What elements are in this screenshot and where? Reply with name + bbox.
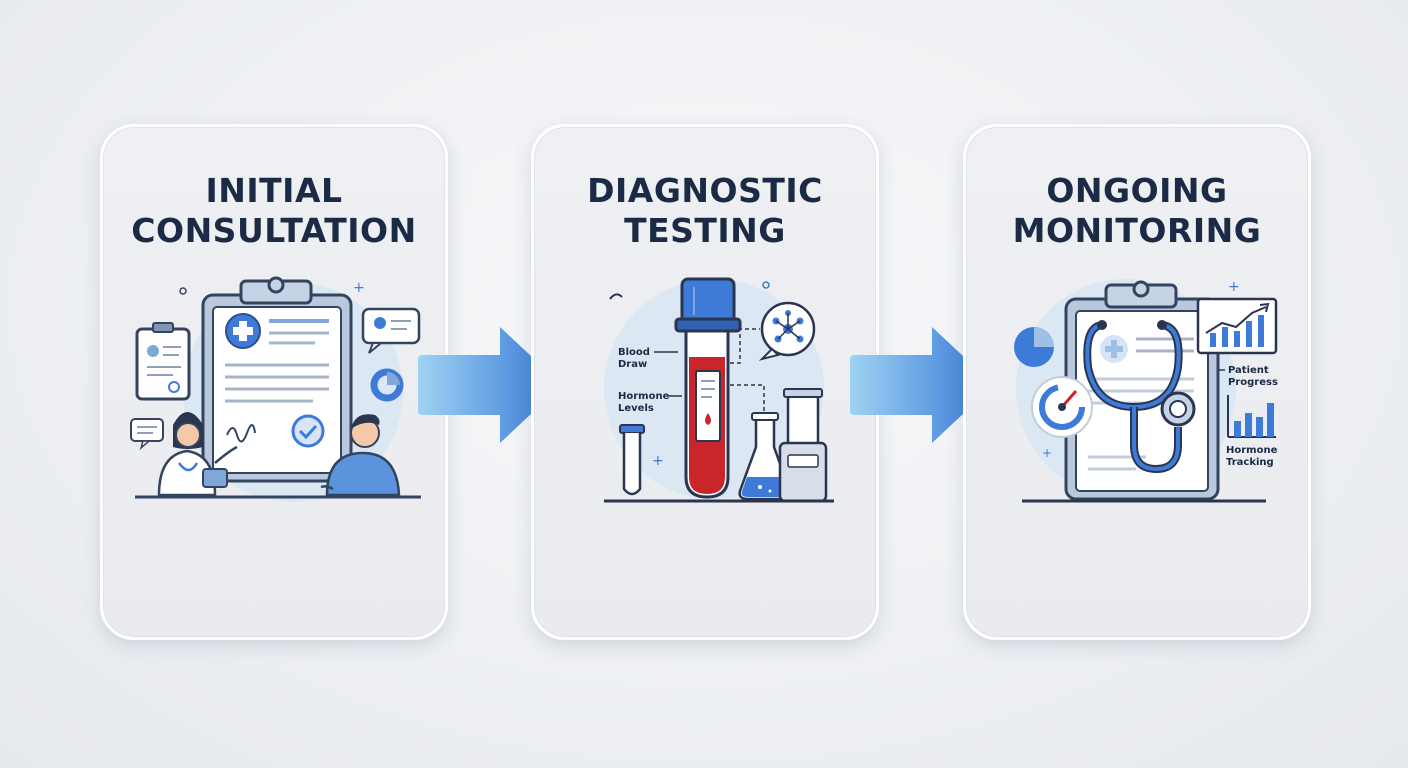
label-hormone-tracking: Hormone	[1226, 445, 1278, 456]
clipboard-icon	[201, 276, 353, 483]
title-line-2: TESTING	[624, 211, 786, 250]
blood-tube-icon	[674, 277, 742, 499]
arrow-right-icon	[850, 327, 994, 443]
medical-cross-icon	[225, 313, 261, 349]
consultation-illustration: +	[130, 276, 421, 502]
label-blood-draw: Blood	[618, 347, 650, 358]
gauge-icon	[1031, 376, 1093, 438]
test-tube-icon	[619, 424, 645, 496]
label-hormone-levels: Levels	[618, 403, 654, 414]
monitoring-illustration: Patient Progress Hormone Tracking + +	[1014, 279, 1278, 503]
label-blood-draw: Draw	[618, 359, 647, 370]
bar-chart-icon	[1227, 395, 1276, 438]
label-patient-progress: Progress	[1228, 377, 1278, 388]
lab-equipment-icon	[778, 388, 828, 503]
step-card-ongoing-monitoring: ONGOING MONITORING	[963, 124, 1311, 640]
title-line-1: DIAGNOSTIC	[587, 171, 823, 210]
pie-chart-icon	[370, 368, 404, 402]
line-chart-icon	[1196, 297, 1278, 355]
chat-bubble-icon	[130, 418, 164, 451]
pie-chart-icon	[1014, 327, 1054, 367]
label-patient-progress: Patient	[1228, 365, 1269, 376]
molecule-icon	[758, 301, 816, 361]
title-line-2: CONSULTATION	[131, 211, 417, 250]
svg-text:+: +	[1042, 446, 1052, 460]
testing-illustration: Blood Draw Hormone Levels +	[604, 277, 834, 503]
title-line-1: INITIAL	[205, 171, 343, 210]
step-title: INITIAL CONSULTATION	[103, 171, 445, 251]
step-card-diagnostic-testing: DIAGNOSTIC TESTING	[531, 124, 879, 640]
checkmark-icon	[291, 414, 325, 448]
title-line-2: MONITORING	[1012, 211, 1262, 250]
label-hormone-levels: Hormone	[618, 391, 670, 402]
svg-text:+: +	[353, 280, 365, 296]
arrow-right-icon	[418, 327, 562, 443]
clipboard-icon	[135, 322, 191, 401]
patient-icon	[320, 414, 401, 497]
svg-text:+: +	[1228, 279, 1240, 295]
step-card-initial-consultation: INITIAL CONSULTATION	[100, 124, 448, 640]
title-line-1: ONGOING	[1046, 171, 1228, 210]
stethoscope-icon	[1083, 320, 1196, 474]
label-hormone-tracking: Tracking	[1226, 457, 1274, 468]
step-title: ONGOING MONITORING	[966, 171, 1308, 251]
svg-text:+: +	[652, 453, 664, 469]
doctor-icon	[157, 412, 238, 497]
chat-bubble-icon	[361, 307, 421, 354]
step-title: DIAGNOSTIC TESTING	[534, 171, 876, 251]
